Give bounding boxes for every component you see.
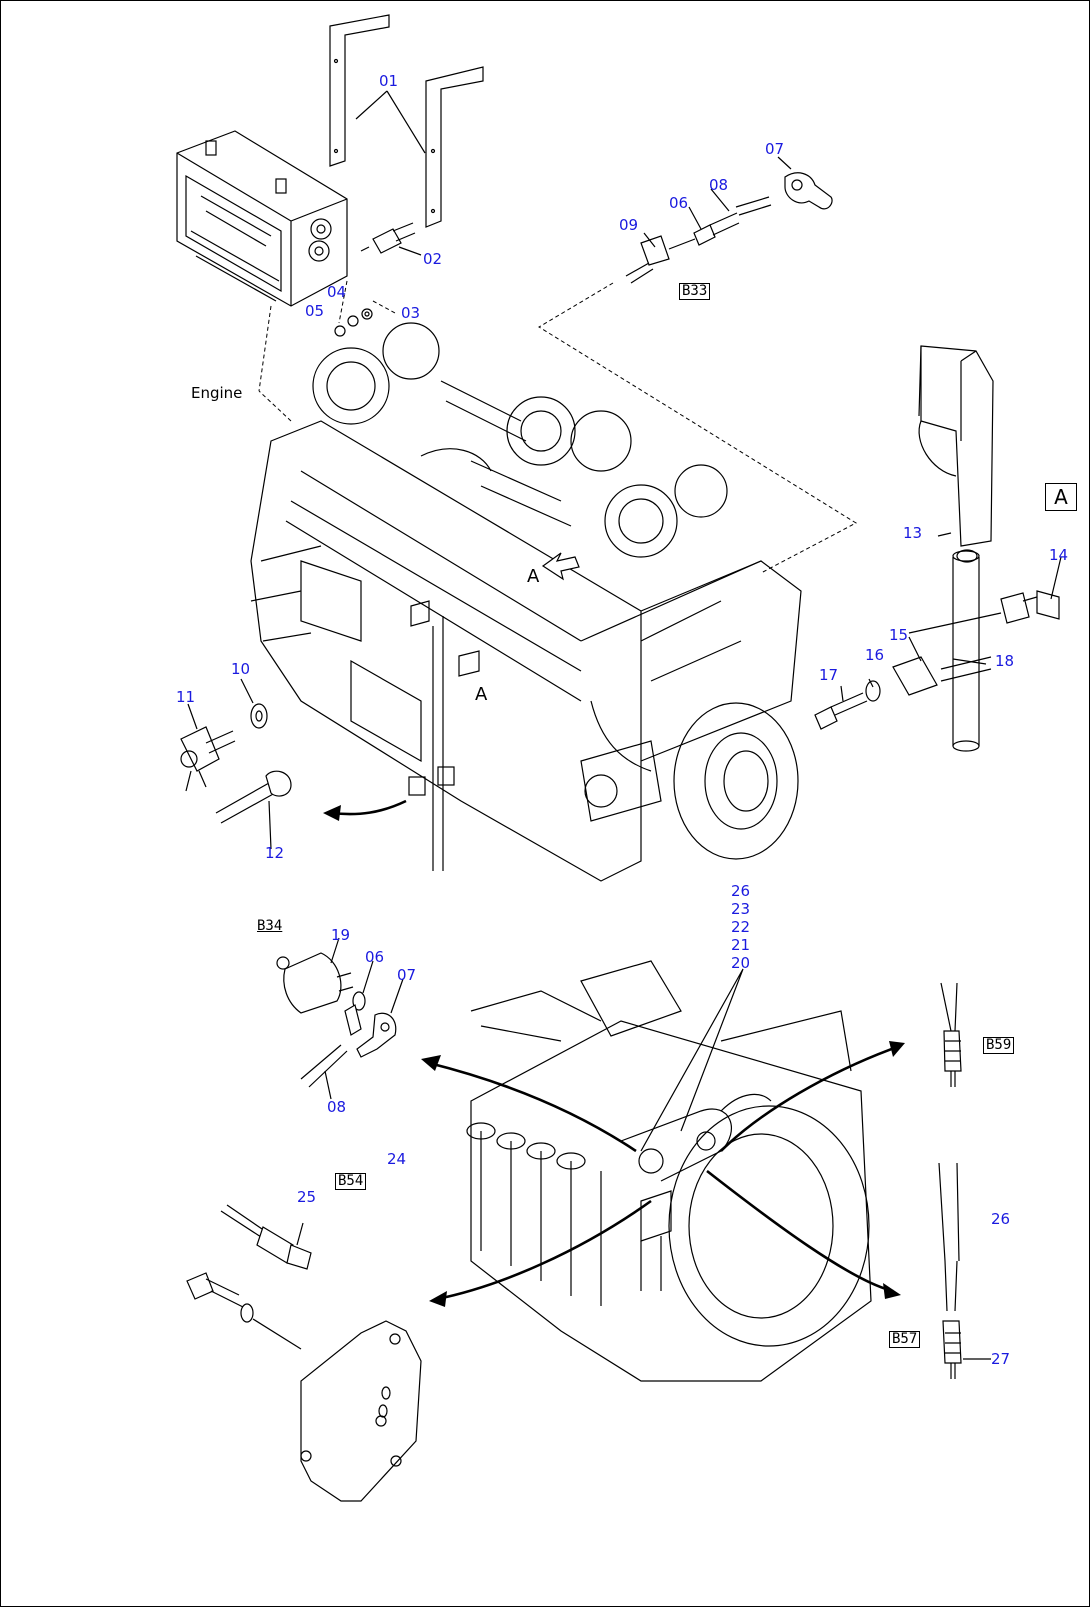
- part-label-07-lower: 07: [397, 966, 417, 984]
- sensor-b59: [940, 982, 962, 1087]
- terminal-parts-06-07-08: [300, 991, 397, 1088]
- monitor-unit: [176, 130, 348, 307]
- reference-b34: B34: [255, 918, 285, 934]
- reference-b57: B57: [889, 1331, 921, 1348]
- part-label-16: 16: [865, 646, 885, 664]
- part-label-06: 06: [669, 194, 689, 212]
- reference-b59: B59: [983, 1037, 1015, 1054]
- washer-part-16: [865, 680, 881, 702]
- washers-03-05: [334, 308, 373, 337]
- part-label-27: 27: [991, 1350, 1011, 1368]
- engine-bottom: [466, 960, 872, 1382]
- part-label-20: 20: [731, 954, 751, 972]
- part-label-01: 01: [379, 72, 399, 90]
- part-label-10: 10: [231, 660, 251, 678]
- part-label-26-lower: 26: [991, 1210, 1011, 1228]
- engine-top: [250, 322, 802, 882]
- arrow-to-b54: [429, 1199, 652, 1307]
- part-label-18: 18: [995, 652, 1015, 670]
- part-label-13: 13: [903, 524, 923, 542]
- sensor-part-19: [276, 952, 354, 1014]
- part-label-06-lower: 06: [365, 948, 385, 966]
- bolt-part-17: [814, 692, 868, 730]
- sensor-part-25: [220, 1204, 312, 1270]
- part-label-21: 21: [731, 936, 751, 954]
- cable-part-12: [215, 770, 292, 824]
- part-label-26-top: 26: [731, 882, 751, 900]
- bolt-and-washer: [186, 1272, 302, 1350]
- sensor-part-02: [360, 222, 416, 254]
- part-label-02: 02: [423, 250, 443, 268]
- sensor-part-11: [180, 726, 236, 792]
- part-label-07: 07: [765, 140, 785, 158]
- part-label-15: 15: [889, 626, 909, 644]
- part-label-04: 04: [327, 283, 347, 301]
- part-label-19: 19: [331, 926, 351, 944]
- view-a-box: A: [1045, 483, 1077, 511]
- part-label-12: 12: [265, 844, 285, 862]
- part-label-17: 17: [819, 666, 839, 684]
- part-label-25: 25: [297, 1188, 317, 1206]
- bracket-part-01: [329, 14, 484, 228]
- arrow-to-left: [323, 799, 407, 821]
- view-a-marker-engine: A: [527, 566, 540, 587]
- view-a-detail: [918, 345, 994, 752]
- arrow-to-b57: [706, 1169, 901, 1299]
- part-label-05: 05: [305, 302, 325, 320]
- clamp-part-15: [892, 656, 938, 696]
- cable-parts-06-09: [625, 172, 833, 284]
- clamp-part-14: [1000, 590, 1060, 624]
- arrow-to-19: [421, 1055, 637, 1153]
- part-label-22: 22: [731, 918, 751, 936]
- reference-b33: B33: [679, 283, 711, 300]
- part-label-14: 14: [1049, 546, 1069, 564]
- cover-plate-part-24: [300, 1320, 422, 1502]
- part-label-23: 23: [731, 900, 751, 918]
- view-a-marker-engine-lower: A: [475, 684, 488, 705]
- part-label-08: 08: [709, 176, 729, 194]
- part-label-08-lower: 08: [327, 1098, 347, 1116]
- washer-part-10: [250, 703, 268, 729]
- part-label-24: 24: [387, 1150, 407, 1168]
- reference-b54: B54: [335, 1173, 367, 1190]
- part-label-11: 11: [176, 688, 196, 706]
- part-label-03: 03: [401, 304, 421, 322]
- sensor-b57: [938, 1162, 962, 1379]
- arrow-to-b59: [720, 1041, 905, 1152]
- engine-caption: Engine: [191, 384, 243, 402]
- part-label-09: 09: [619, 216, 639, 234]
